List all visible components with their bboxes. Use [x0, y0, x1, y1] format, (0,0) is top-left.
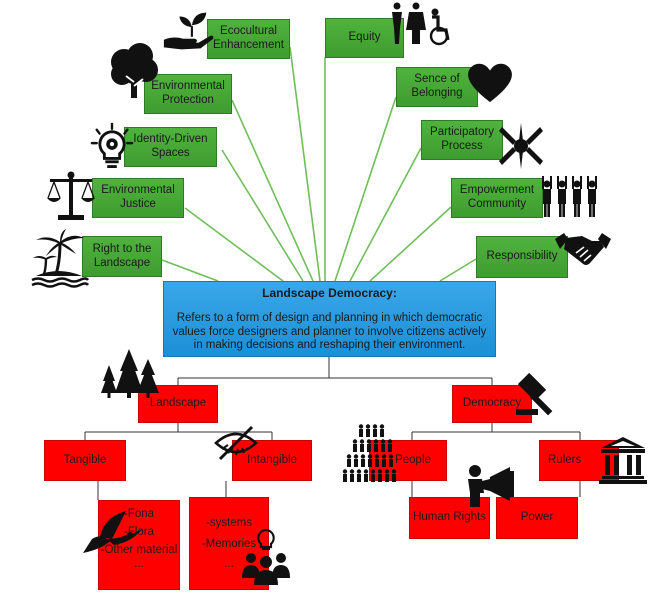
category-tangible: Tangible: [44, 440, 126, 481]
memory-people-icon: [242, 528, 290, 585]
connector-participatory: [349, 147, 422, 282]
connector-env-justice: [184, 207, 284, 282]
crowd-icon: [342, 424, 397, 482]
lightbulb-icon: [90, 122, 134, 168]
value-participatory-process: Participatory Process: [421, 120, 503, 160]
palm-island-icon: [31, 229, 90, 288]
tangible-item: -Other material: [100, 544, 178, 556]
value-environmental-protection: Environmental Protection: [144, 74, 232, 114]
megaphone-icon: [468, 465, 514, 507]
value-connectors: [161, 46, 477, 282]
intangible-item: -systems: [206, 517, 252, 529]
connector-belonging: [334, 96, 397, 282]
landscape-democracy-definition: Landscape Democracy: Refers to a form of…: [163, 281, 496, 357]
connector-right-landscape: [161, 259, 219, 282]
plant-hand-icon: [163, 12, 214, 50]
definition-title: Landscape Democracy:: [262, 286, 397, 300]
tangible-item: ...: [134, 558, 144, 570]
scales-icon: [47, 171, 95, 220]
tangible-item: -Fona: [123, 508, 155, 520]
connector-empowerment: [369, 206, 452, 282]
category-intangible: Intangible: [232, 440, 312, 481]
value-right-to-the-landscape: Right to the Landscape: [82, 236, 162, 277]
value-empowerment-community: Empowerment Community: [451, 178, 543, 218]
joined-hands-icon: [499, 123, 543, 169]
connector-ecocultural: [289, 46, 321, 282]
value-ecocultural-enhancement: Ecocultural Enhancement: [207, 19, 290, 59]
connector-identity: [221, 149, 304, 282]
heart-icon: [468, 63, 512, 103]
courthouse-icon: [599, 437, 647, 484]
people-diversity-icon: [392, 2, 450, 46]
category-power: Power: [496, 497, 578, 539]
gavel-icon: [516, 372, 553, 416]
value-sence-of-belonging: Sence of Belonging: [396, 67, 478, 107]
hummingbird-icon: [83, 511, 143, 553]
value-equity: Equity: [325, 18, 404, 58]
hidden-eye-icon: [214, 425, 258, 461]
group-raised-hands-icon: [542, 176, 597, 217]
value-environmental-justice: Environmental Justice: [92, 178, 184, 218]
connector-env-protection: [231, 99, 314, 282]
value-responsibility: Responsibility: [476, 236, 568, 278]
definition-body: Refers to a form of design and planning …: [172, 312, 487, 351]
connector-responsibility: [439, 258, 477, 282]
intangible-item: ...: [224, 558, 234, 570]
value-identity-driven-spaces: Identity-Driven Spaces: [124, 127, 217, 167]
category-democracy: Democracy: [452, 385, 532, 423]
forest-icon: [101, 349, 159, 398]
intangible-item: -Memories: [201, 538, 257, 550]
tree-icon: [111, 43, 158, 98]
handshake-icon: [555, 233, 611, 265]
